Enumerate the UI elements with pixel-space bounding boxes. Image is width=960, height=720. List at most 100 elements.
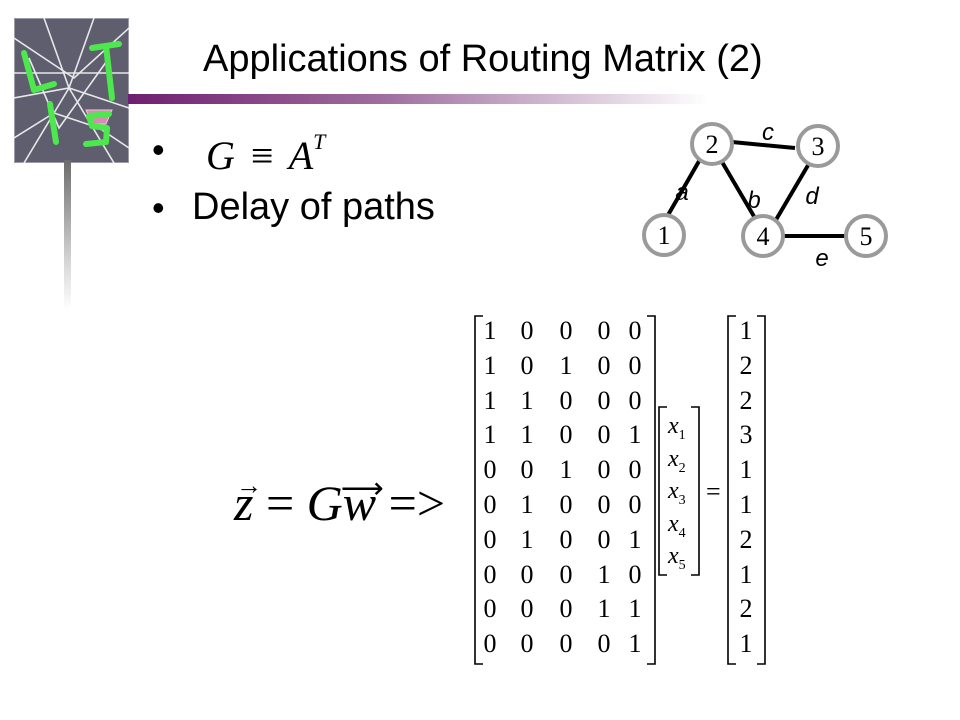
eq-transpose-symbol: T (313, 128, 326, 154)
vector-x-entry: x4 (668, 512, 686, 546)
network-graph: 1 2 3 4 5 a b c d e (642, 119, 888, 272)
matrix-g-cell: 1 (628, 629, 642, 659)
result-vector-cell: 2 (739, 524, 753, 554)
matrix-g-cell: 1 (483, 316, 497, 345)
result-vector-cell: 1 (739, 559, 753, 589)
g-equals-a-transpose: G ≡ AT (206, 128, 326, 179)
vector-x-index: 5 (678, 557, 686, 573)
node-2-circle (690, 122, 734, 166)
matrix-g-cell: 0 (597, 629, 611, 659)
result-vector-left-bracket (727, 315, 736, 665)
vector-x-index: 3 (678, 492, 686, 508)
matrix-g-cell: 0 (559, 524, 573, 554)
vector-x-symbol: x (668, 543, 679, 569)
result-vector-cell: 1 (739, 316, 753, 345)
node-3-label: 3 (812, 132, 825, 161)
bullet-marker-2: • (152, 187, 165, 228)
eq-equiv-symbol: ≡ (250, 133, 274, 178)
matrix-g-cell: 0 (520, 594, 534, 624)
result-vector-right-bracket (757, 315, 766, 665)
edge-c (731, 140, 796, 150)
result-vector-cell: 2 (739, 594, 753, 624)
matrix-g-cell: 0 (520, 316, 534, 345)
matrix-g-cell: 0 (597, 524, 611, 554)
vector-x-index: 4 (678, 525, 686, 541)
matrix-g-cell: 0 (628, 455, 642, 485)
node-3-circle (796, 124, 840, 168)
node-4-label: 4 (757, 222, 770, 251)
matrix-g-cell: 0 (483, 455, 497, 485)
w-vector: w⟶ (341, 472, 384, 531)
title-underline-bar (128, 94, 708, 104)
matrix-g-cell: 1 (520, 524, 534, 554)
vector-x-index: 1 (678, 427, 686, 443)
matrix-g-cell: 0 (597, 455, 611, 485)
node-2-label: 2 (706, 130, 719, 159)
matrix-g-cell: 0 (520, 350, 534, 380)
matrix-g-cell: 1 (559, 455, 573, 485)
matrix-g-cell: 0 (483, 629, 497, 659)
matrix-g-cell: 1 (520, 385, 534, 415)
matrix-g-cell: 0 (628, 385, 642, 415)
vector-x-left-bracket (658, 406, 667, 576)
w-vector-arrow: ⟶ (340, 472, 384, 505)
matrix-g-cell: 0 (520, 559, 534, 589)
matrix-g-cell: 0 (597, 316, 611, 345)
matrix-g-cell: 0 (597, 490, 611, 519)
vector-x-entry: x3 (668, 479, 686, 513)
matrix-g-cell: 1 (628, 420, 642, 450)
node-4-circle (741, 214, 785, 258)
matrix-g-cell: 0 (559, 490, 573, 519)
edge-label-a: a (675, 179, 688, 206)
z-vector: z→ (234, 471, 262, 531)
result-vector-cell: 1 (739, 629, 753, 659)
matrix-g-cell: 0 (559, 385, 573, 415)
matrix-g-cell: 0 (628, 350, 642, 380)
matrix-g-cell: 0 (559, 594, 573, 624)
edge-label-c: c (762, 119, 774, 146)
vector-x-symbol: x (668, 478, 679, 504)
vector-x-right-bracket (691, 406, 700, 576)
matrix-g-cell: 0 (520, 455, 534, 485)
vector-x-entry: x2 (668, 447, 686, 481)
matrix-g-cell: 1 (483, 350, 497, 380)
implies-arrow: => (388, 475, 446, 531)
z-equals-gw-equation: z→ = Gw⟶ => (234, 471, 446, 532)
w-symbol: w (342, 475, 377, 531)
z-vector-arrow: → (236, 471, 262, 500)
result-vector-cell: 2 (739, 350, 753, 380)
matrix-g-cell: 1 (483, 420, 497, 450)
eq-equals-sign: = (265, 475, 295, 531)
node-1-circle (642, 213, 686, 257)
matrix-g-cell: 1 (597, 559, 611, 589)
result-vector-cell: 3 (739, 420, 753, 450)
vector-x-index: 2 (678, 460, 686, 476)
node-5-circle (844, 214, 888, 258)
matrix-g-cell: 1 (520, 420, 534, 450)
vector-x-symbol: x (668, 413, 679, 439)
matrix-g-cell: 1 (520, 490, 534, 519)
eq-g-symbol: G (206, 133, 235, 178)
decorative-vertical-bar (64, 160, 71, 310)
matrix-g-cell: 0 (628, 490, 642, 519)
matrix-g-cell: 0 (559, 316, 573, 345)
edge-label-e: e (815, 245, 828, 272)
g-symbol: G (306, 475, 343, 531)
matrix-g-cell: 0 (559, 629, 573, 659)
matrix-g-cell: 0 (628, 316, 642, 345)
edge-label-b: b (747, 187, 760, 214)
matrix-g-right-bracket (647, 315, 656, 665)
matrix-g-cell: 0 (559, 420, 573, 450)
node-1-label: 1 (658, 221, 671, 250)
eq-a-symbol: A (288, 133, 314, 178)
matrix-g-cell: 1 (628, 524, 642, 554)
matrix-g-cell: 0 (628, 559, 642, 589)
slide-title: Applications of Routing Matrix (2) (203, 38, 763, 80)
vector-x-entry: x1 (668, 414, 686, 448)
vector-x-entry: x5 (668, 544, 686, 578)
matrix-g-cell: 0 (520, 629, 534, 659)
bullet-delay-of-paths: Delay of paths (192, 186, 435, 228)
matrix-g-cell: 1 (483, 385, 497, 415)
matrix-g-cell: 0 (559, 559, 573, 589)
lis-logo (13, 17, 130, 164)
